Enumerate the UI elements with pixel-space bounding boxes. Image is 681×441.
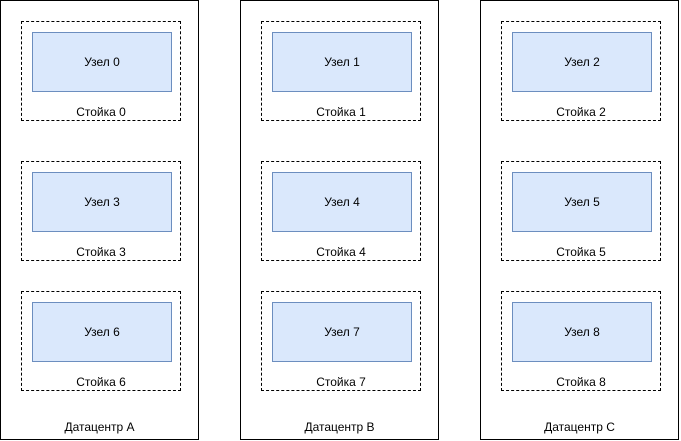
node-5: Узел 5 [512, 172, 652, 232]
rack-0: Узел 0 Стойка 0 [21, 21, 181, 121]
node-1: Узел 1 [272, 32, 412, 92]
rack-1: Узел 1 Стойка 1 [261, 21, 421, 121]
rack-6: Узел 6 Стойка 6 [21, 291, 181, 391]
rack-4: Узел 4 Стойка 4 [261, 161, 421, 261]
rack-5-label: Стойка 5 [556, 245, 606, 259]
datacenter-b: Узел 1 Стойка 1 Узел 4 Стойка 4 Узел 7 С… [240, 0, 439, 440]
node-7: Узел 7 [272, 302, 412, 362]
datacenter-c-label: Датацентр C [544, 420, 615, 434]
node-0: Узел 0 [32, 32, 172, 92]
rack-1-label: Стойка 1 [316, 105, 366, 119]
rack-0-label: Стойка 0 [76, 105, 126, 119]
rack-5: Узел 5 Стойка 5 [501, 161, 661, 261]
rack-7: Узел 7 Стойка 7 [261, 291, 421, 391]
datacenter-a-label: Датацентр A [64, 420, 135, 434]
datacenter-c: Узел 2 Стойка 2 Узел 5 Стойка 5 Узел 8 С… [480, 0, 679, 440]
rack-8-label: Стойка 8 [556, 375, 606, 389]
rack-4-label: Стойка 4 [316, 245, 366, 259]
rack-2: Узел 2 Стойка 2 [501, 21, 661, 121]
rack-3: Узел 3 Стойка 3 [21, 161, 181, 261]
node-6: Узел 6 [32, 302, 172, 362]
node-2: Узел 2 [512, 32, 652, 92]
rack-7-label: Стойка 7 [316, 375, 366, 389]
node-8: Узел 8 [512, 302, 652, 362]
rack-8: Узел 8 Стойка 8 [501, 291, 661, 391]
rack-2-label: Стойка 2 [556, 105, 606, 119]
rack-6-label: Стойка 6 [76, 375, 126, 389]
node-4: Узел 4 [272, 172, 412, 232]
datacenter-a: Узел 0 Стойка 0 Узел 3 Стойка 3 Узел 6 С… [0, 0, 199, 440]
datacenter-b-label: Датацентр B [304, 420, 375, 434]
rack-3-label: Стойка 3 [76, 245, 126, 259]
node-3: Узел 3 [32, 172, 172, 232]
